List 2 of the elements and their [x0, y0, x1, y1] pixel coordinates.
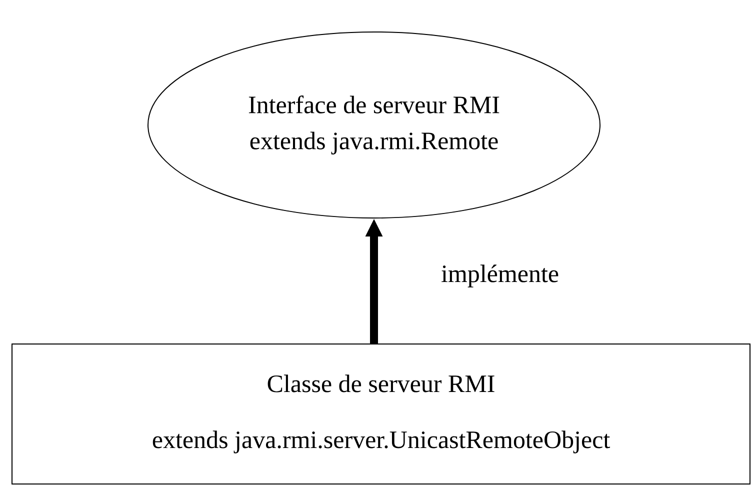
- edge-label: implémente: [440, 264, 560, 288]
- class-box: Classe de serveur RMI extends java.rmi.server.UnicastRemoteObject: [12, 344, 750, 484]
